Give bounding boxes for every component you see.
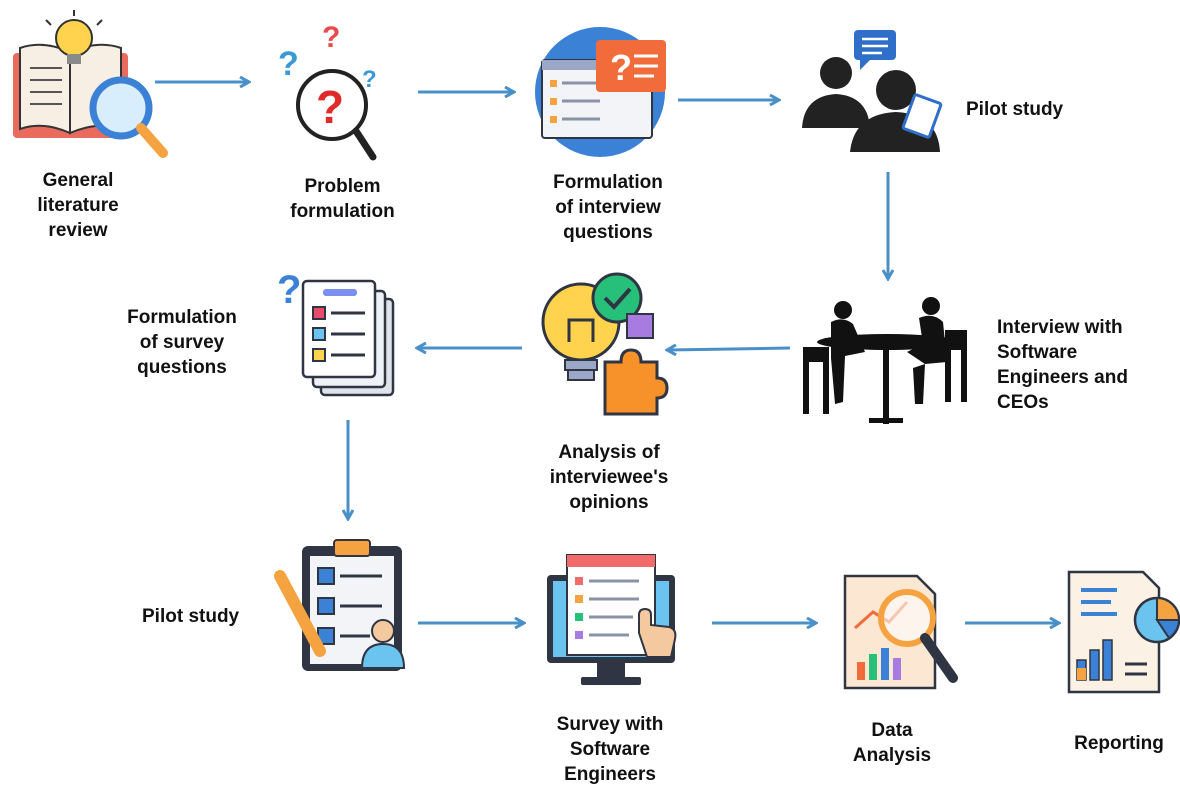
step-label-problem-formulation: Problem formulation: [290, 176, 395, 222]
step-label-interview: Interview with Software Engineers and CE…: [997, 317, 1128, 413]
arrow-5: [668, 348, 791, 350]
svg-text:?: ?: [322, 21, 340, 54]
book-lightbulb-magnifier-icon: [13, 10, 168, 158]
step-label-survey: Survey with Software Engineers: [556, 714, 664, 785]
step-label-data-analysis: Data Analysis: [852, 720, 932, 766]
svg-text:?: ?: [277, 268, 301, 312]
question-magnifier-icon: ? ? ? ?: [278, 21, 377, 161]
step-label-interview-questions: Formulation of interview questions: [553, 172, 663, 243]
step-label-pilot-study-1: Pilot study: [966, 99, 1064, 120]
lightbulb-puzzle-icon: [541, 272, 669, 416]
step-label-literature-review: General literature review: [37, 170, 119, 241]
computer-survey-icon: [547, 554, 677, 685]
meeting-silhouette-icon: [803, 297, 967, 424]
step-label-pilot-study-2: Pilot study: [142, 606, 240, 627]
svg-text:?: ?: [278, 45, 299, 83]
questionnaire-icon: ?: [535, 27, 666, 157]
survey-checklist-icon: ?: [277, 268, 395, 397]
interview-people-icon: [802, 30, 943, 152]
step-label-reporting: Reporting: [1074, 733, 1164, 754]
report-chart-icon: [1067, 570, 1180, 694]
svg-text:?: ?: [610, 47, 632, 88]
svg-text:?: ?: [362, 66, 377, 93]
step-label-analysis: Analysis of interviewee's opinions: [549, 442, 669, 513]
data-analysis-icon: [843, 574, 958, 690]
svg-text:?: ?: [316, 81, 344, 133]
clipboard-checklist-icon: [274, 539, 406, 671]
step-label-survey-questions: Formulation of survey questions: [127, 307, 237, 378]
